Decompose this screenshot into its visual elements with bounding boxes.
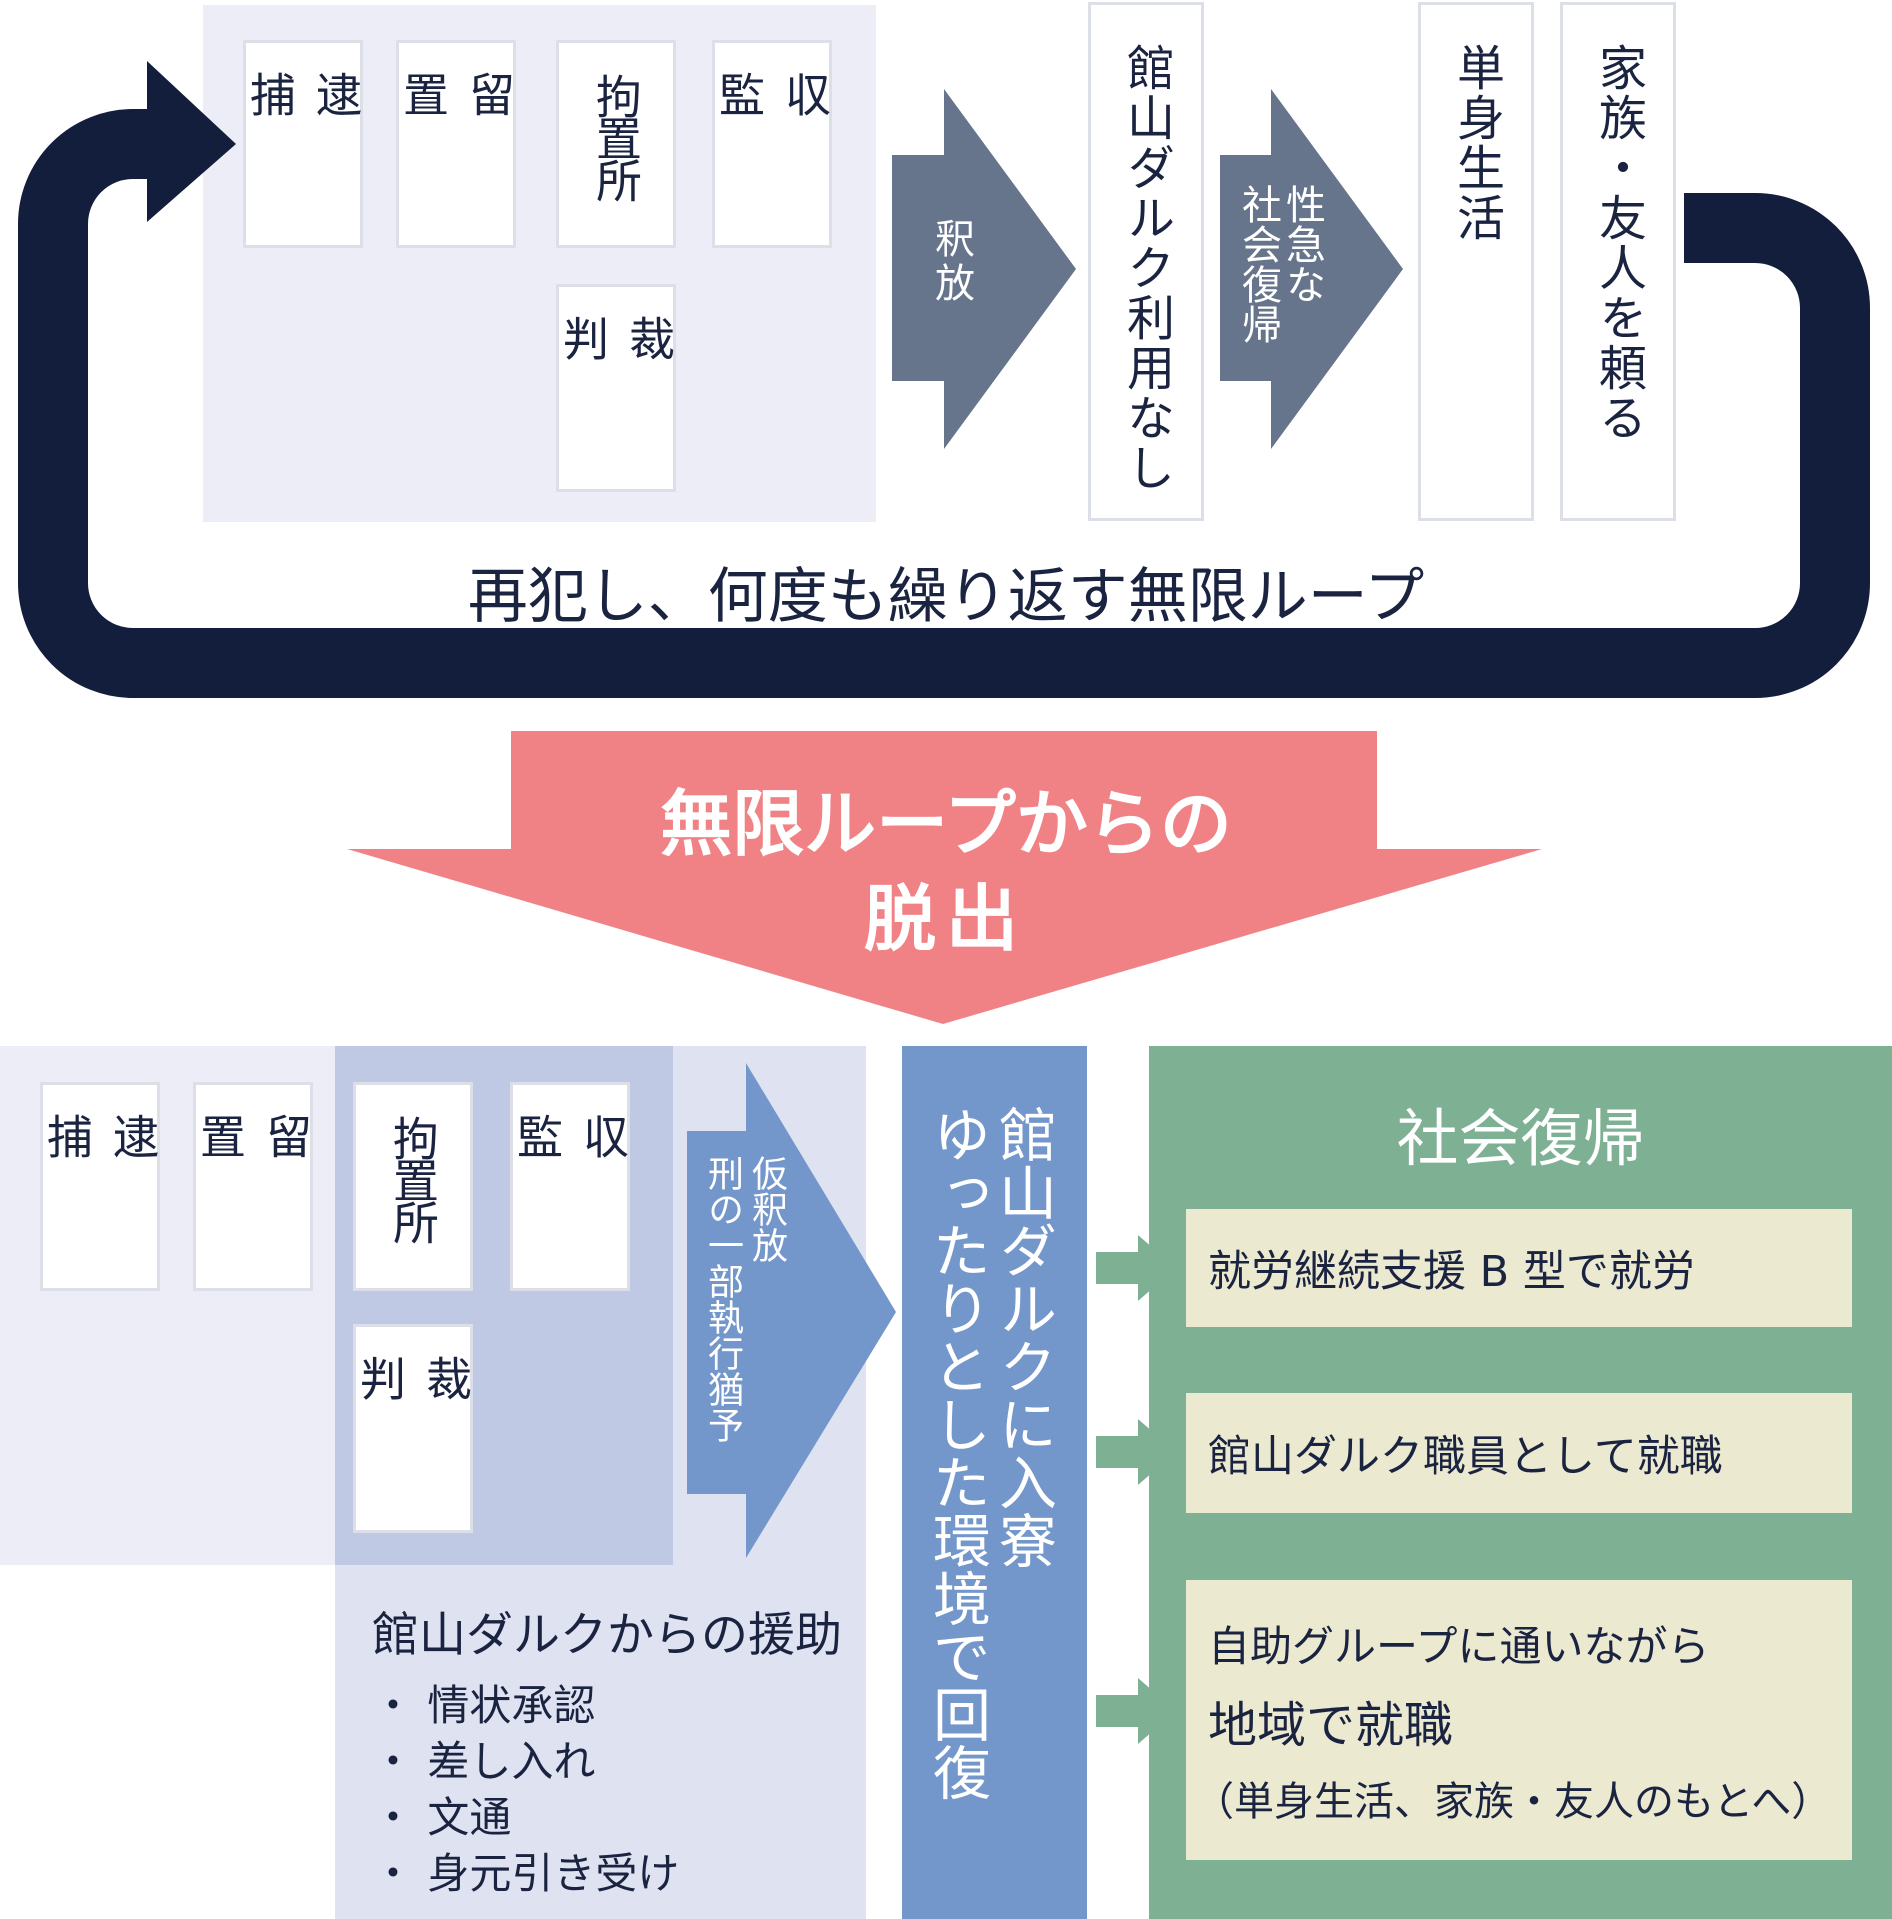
outcome-line-2: 地域で就職 [1208, 1697, 1454, 1754]
parole-label: 仮釈放 刑の一部執行猶予 [700, 1155, 788, 1443]
escape-arrow [347, 731, 1542, 1024]
arrow-to-outcome-3 [1096, 1678, 1176, 1744]
loop-arrowhead [147, 61, 236, 222]
hasty-return-arrow [1220, 89, 1403, 449]
release-label: 釈放 [928, 218, 974, 306]
family-box: 家族・友人を頼る [1560, 2, 1676, 521]
parole-line-2: 刑の一部執行猶予 [702, 1155, 743, 1443]
loop-caption: 再犯し、何度も繰り返す無限ループ [467, 562, 1425, 632]
stage-trial: 裁判 [556, 284, 676, 492]
support-title: 館山ダルクからの援助 [372, 1608, 842, 1663]
hasty-return-label: 性急な 社会復帰 [1235, 184, 1325, 344]
escape-title-line2: 脱出 [863, 877, 1028, 961]
stage-prison: 収監 [712, 40, 832, 248]
outcome-card-1: 就労継続支援 B 型で就労 [1186, 1209, 1852, 1327]
outcome-text: 館山ダルク職員として就職 [1208, 1432, 1723, 1482]
darc-label: 館山ダルクに入寮 ゆったりとした環境で回復 [923, 1105, 1057, 1801]
stage-detention: 留置 [193, 1082, 313, 1291]
parole-arrow [687, 1063, 896, 1558]
stage-arrest: 逮捕 [243, 40, 363, 248]
stage-prison: 収監 [510, 1082, 630, 1291]
stage-detention: 留置 [396, 40, 516, 248]
outcome-text: 就労継続支援 B 型で就労 [1208, 1247, 1695, 1297]
support-item: ・ 差し入れ [372, 1737, 596, 1786]
infinite-loop-arrow [18, 109, 1870, 698]
stage-trial: 裁判 [353, 1324, 473, 1533]
no-darc-box: 館山ダルク利用なし [1088, 2, 1204, 521]
parole-line-1: 仮釈放 [746, 1155, 787, 1263]
support-item: ・ 情状承認 [372, 1681, 596, 1730]
stage-jail: 拘置所 [353, 1082, 473, 1291]
release-arrow [892, 89, 1076, 449]
outcome-line-1: 自助グループに通いながら [1208, 1622, 1710, 1671]
stage-jail: 拘置所 [556, 40, 676, 248]
hasty-line-1: 性急な [1279, 184, 1325, 304]
darc-line-2: ゆったりとした環境で回復 [923, 1105, 991, 1801]
arrow-to-outcome-2 [1096, 1419, 1176, 1485]
stage-arrest: 逮捕 [40, 1082, 160, 1291]
support-item: ・ 身元引き受け [372, 1849, 680, 1898]
support-item: ・ 文通 [372, 1793, 512, 1842]
reintegration-title: 社会復帰 [1396, 1102, 1645, 1175]
single-life-box: 単身生活 [1418, 2, 1534, 521]
outcome-card-3: 自助グループに通いながら 地域で就職 （単身生活、家族・友人のもとへ） [1186, 1580, 1852, 1860]
outcome-card-2: 館山ダルク職員として就職 [1186, 1393, 1852, 1513]
escape-title-line1: 無限ループからの [660, 782, 1232, 866]
darc-column [902, 1046, 1087, 1919]
darc-line-1: 館山ダルクに入寮 [989, 1105, 1057, 1569]
hasty-line-2: 社会復帰 [1235, 184, 1281, 344]
outcome-line-3: （単身生活、家族・友人のもとへ） [1194, 1779, 1832, 1825]
support-list: ・ 情状承認 ・ 差し入れ ・ 文通 ・ 身元引き受け [372, 1678, 679, 1902]
arrow-to-outcome-1 [1096, 1235, 1176, 1301]
